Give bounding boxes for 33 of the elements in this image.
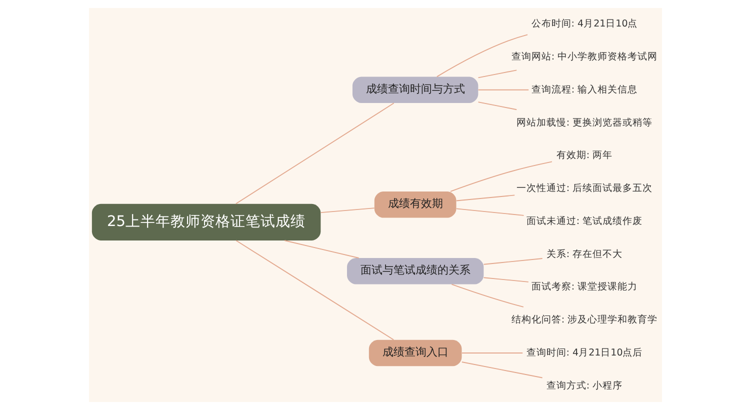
connector xyxy=(320,208,374,214)
node-text: 查询流程: 输入相关信息 xyxy=(530,84,638,96)
connector xyxy=(235,240,394,340)
connector xyxy=(460,362,542,378)
connector xyxy=(477,70,517,78)
node-text: 查询方式: 小程序 xyxy=(546,380,622,392)
connector xyxy=(477,89,529,90)
node-box: 面试与笔试成绩的关系 xyxy=(346,258,484,284)
node-text: 有效期: 两年 xyxy=(556,150,612,162)
node-text: 查询网站: 中小学教师资格考试网 xyxy=(510,51,658,62)
node-box: 25上半年教师资格证笔试成绩 xyxy=(91,204,320,240)
connector xyxy=(234,102,394,204)
connector xyxy=(455,208,524,216)
node-box: 成绩有效期 xyxy=(374,191,456,218)
node-text: 关系: 存在但不大 xyxy=(546,248,622,260)
node-box: 成绩查询时间与方式 xyxy=(352,76,478,104)
node-box: 成绩查询入口 xyxy=(368,340,462,366)
node-text: 公布时间: 4月21日10点 xyxy=(530,18,638,30)
connector xyxy=(482,277,528,282)
connector xyxy=(436,34,528,78)
connector xyxy=(482,258,542,265)
node-text: 查询时间: 4月21日10点后 xyxy=(526,347,642,358)
node-text: 面试未通过: 笔试成绩作废 xyxy=(526,216,642,227)
connector xyxy=(455,194,515,202)
connector xyxy=(450,161,552,192)
node-text: 一次性通过: 后续面试最多五次 xyxy=(516,183,652,194)
connector xyxy=(450,284,524,308)
connector xyxy=(460,352,523,354)
node-text: 网站加载慢: 更换浏览器或稍等 xyxy=(516,117,652,128)
connector xyxy=(477,102,517,110)
node-text: 面试考察: 课堂授课能力 xyxy=(530,282,638,293)
connector xyxy=(284,240,359,258)
node-text: 结构化问答: 涉及心理学和教育学 xyxy=(510,314,658,326)
